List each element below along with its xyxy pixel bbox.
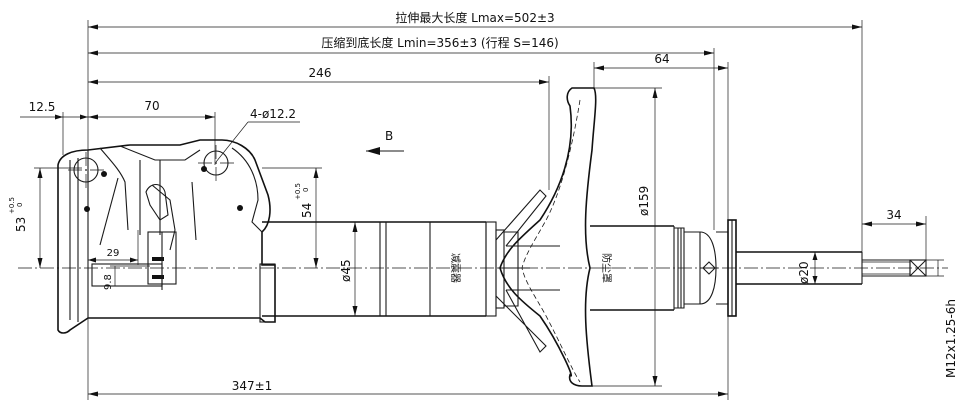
d54-tol-up: +0.5 — [294, 183, 302, 200]
tube-label-a: 减震器 — [449, 253, 461, 283]
dimension-246: 246 — [88, 66, 550, 190]
dimension-12-5: 12.5 — [20, 100, 88, 155]
tube-label-b: 防尘罩 — [600, 253, 613, 283]
d54-tol-low: 0 — [302, 188, 310, 192]
dimension-347: 347±1 — [87, 316, 729, 400]
d29-label: 29 — [107, 248, 120, 259]
dimension-53: 53 +0.5 0 — [8, 167, 82, 268]
lmin-label: 压缩到底长度 Lmin=356±3 (行程 S=146) — [321, 35, 558, 50]
thread-label: M12x1.25-6h — [944, 299, 958, 378]
d45-label: ø45 — [339, 259, 353, 282]
view-label: B — [385, 129, 393, 143]
d34-label: 34 — [886, 208, 901, 222]
holes-label: 4-ø12.2 — [250, 107, 296, 121]
lmax-label: 拉伸最大长度 Lmax=502±3 — [395, 10, 554, 25]
main-tube: ø45 减震器 — [262, 221, 487, 317]
d54-label: 54 — [300, 203, 314, 218]
dimension-54: 54 +0.5 0 — [262, 167, 322, 268]
spring-seat — [495, 87, 597, 387]
d53-tol-low: 0 — [16, 203, 24, 207]
dimension-holes: 4-ø12.2 — [215, 107, 300, 163]
dimension-70: 70 — [88, 99, 216, 165]
d246-label: 246 — [309, 66, 332, 80]
d12-5-label: 12.5 — [29, 100, 56, 114]
dust-boot: ø159 防尘罩 — [590, 87, 729, 387]
d53-label: 53 — [14, 217, 28, 232]
view-arrow-b: B — [366, 129, 404, 155]
threaded-end: 34 M12x1.25-6h — [862, 208, 958, 378]
knuckle-bracket — [57, 139, 276, 334]
dimension-lmin: 压缩到底长度 Lmin=356±3 (行程 S=146) — [88, 35, 715, 230]
d9-8-label: 9.8 — [103, 274, 114, 290]
dimension-64: 64 — [593, 52, 729, 232]
d64-label: 64 — [654, 52, 669, 66]
d70-label: 70 — [144, 99, 159, 113]
top-mount-flange — [727, 219, 737, 317]
d20-label: ø20 — [797, 261, 811, 284]
d159-label: ø159 — [637, 186, 651, 216]
piston-rod: ø20 — [736, 251, 863, 285]
d53-tol-up: +0.5 — [8, 197, 16, 214]
d347-label: 347±1 — [232, 379, 273, 393]
dimension-lmax: 拉伸最大长度 Lmax=502±3 — [87, 10, 863, 268]
dimension-29: 29 — [88, 230, 139, 265]
spring-seat-ring — [485, 221, 530, 317]
